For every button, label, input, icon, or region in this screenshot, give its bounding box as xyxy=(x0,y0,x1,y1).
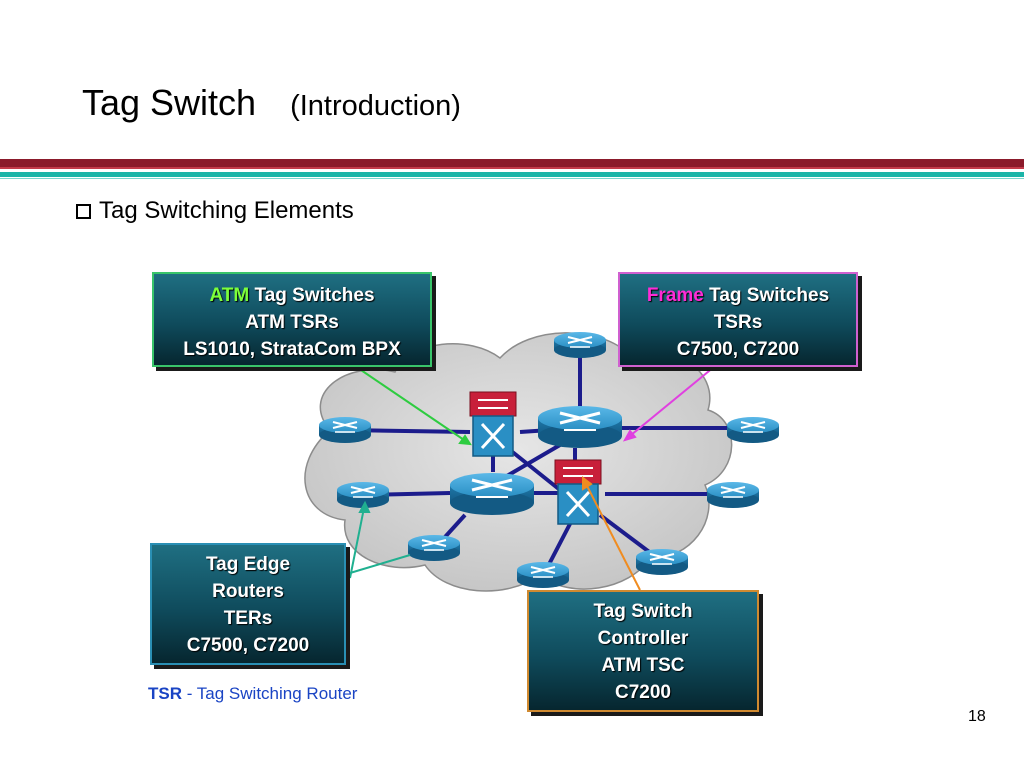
callout-text: Tag Switches xyxy=(249,285,375,306)
callout-frame-tag-switches: Frame Tag Switches TSRs C7500, C7200 xyxy=(618,272,858,367)
legend-definition: - Tag Switching Router xyxy=(182,684,358,703)
callout-arrows xyxy=(349,361,721,591)
callout-line: LS1010, StrataCom BPX xyxy=(183,339,401,360)
legend-term: TSR xyxy=(148,684,182,703)
router-icon xyxy=(408,535,460,561)
title-main: Tag Switch xyxy=(82,82,257,123)
router-icon xyxy=(319,417,371,443)
highlight-frame: Frame xyxy=(646,285,704,306)
callout-tag-switch-controller: Tag Switch Controller ATM TSC C7200 xyxy=(527,590,759,712)
page-title: Tag Switch (Introduction) xyxy=(82,82,461,124)
callout-line: Routers xyxy=(212,581,284,602)
large-router-icon xyxy=(450,473,534,515)
router-icon xyxy=(707,482,759,508)
network-cloud xyxy=(304,332,733,592)
callout-line: ATM TSRs xyxy=(245,312,339,333)
large-router-icon xyxy=(538,406,622,448)
bullet-item: Tag Switching Elements xyxy=(76,197,354,225)
router-icon xyxy=(727,417,779,443)
callout-line: C7500, C7200 xyxy=(186,635,310,656)
header-rule-teal-thin xyxy=(0,178,1024,179)
atm-switch-icon xyxy=(554,459,602,525)
callout-line: C7200 xyxy=(615,682,671,703)
router-icon xyxy=(636,549,688,575)
page-number: 18 xyxy=(968,708,986,725)
callout-line: C7500, C7200 xyxy=(676,339,800,360)
callout-line: Controller xyxy=(597,628,689,649)
callout-line: TERs xyxy=(223,608,273,629)
callout-tag-edge-routers: Tag Edge Routers TERs C7500, C7200 xyxy=(150,543,346,665)
router-icon xyxy=(337,482,389,508)
router-icon xyxy=(554,332,606,358)
header-rule-teal xyxy=(0,172,1024,177)
title-sub: (Introduction) xyxy=(290,90,461,122)
header-rule-red-thin xyxy=(0,167,1024,169)
callout-line: Frame Tag Switches xyxy=(620,282,856,309)
highlight-atm: ATM xyxy=(209,285,250,306)
router-icon xyxy=(517,562,569,588)
atm-switch-icon xyxy=(469,391,517,457)
bullet-square-icon xyxy=(76,203,91,219)
legend-note: TSR - Tag Switching Router xyxy=(148,684,357,704)
callout-atm-tag-switches: ATM Tag Switches ATM TSRs LS1010, Strata… xyxy=(152,272,432,367)
header-rule-dark-red xyxy=(0,159,1024,167)
callout-text: Tag Switches xyxy=(703,285,830,306)
callout-line: ATM Tag Switches xyxy=(154,282,430,309)
callout-line: Tag Edge xyxy=(205,554,291,575)
bullet-text: Tag Switching Elements xyxy=(99,197,354,224)
callout-line: ATM TSC xyxy=(601,655,685,676)
callout-line: TSRs xyxy=(713,312,763,333)
callout-line: Tag Switch xyxy=(593,601,693,622)
